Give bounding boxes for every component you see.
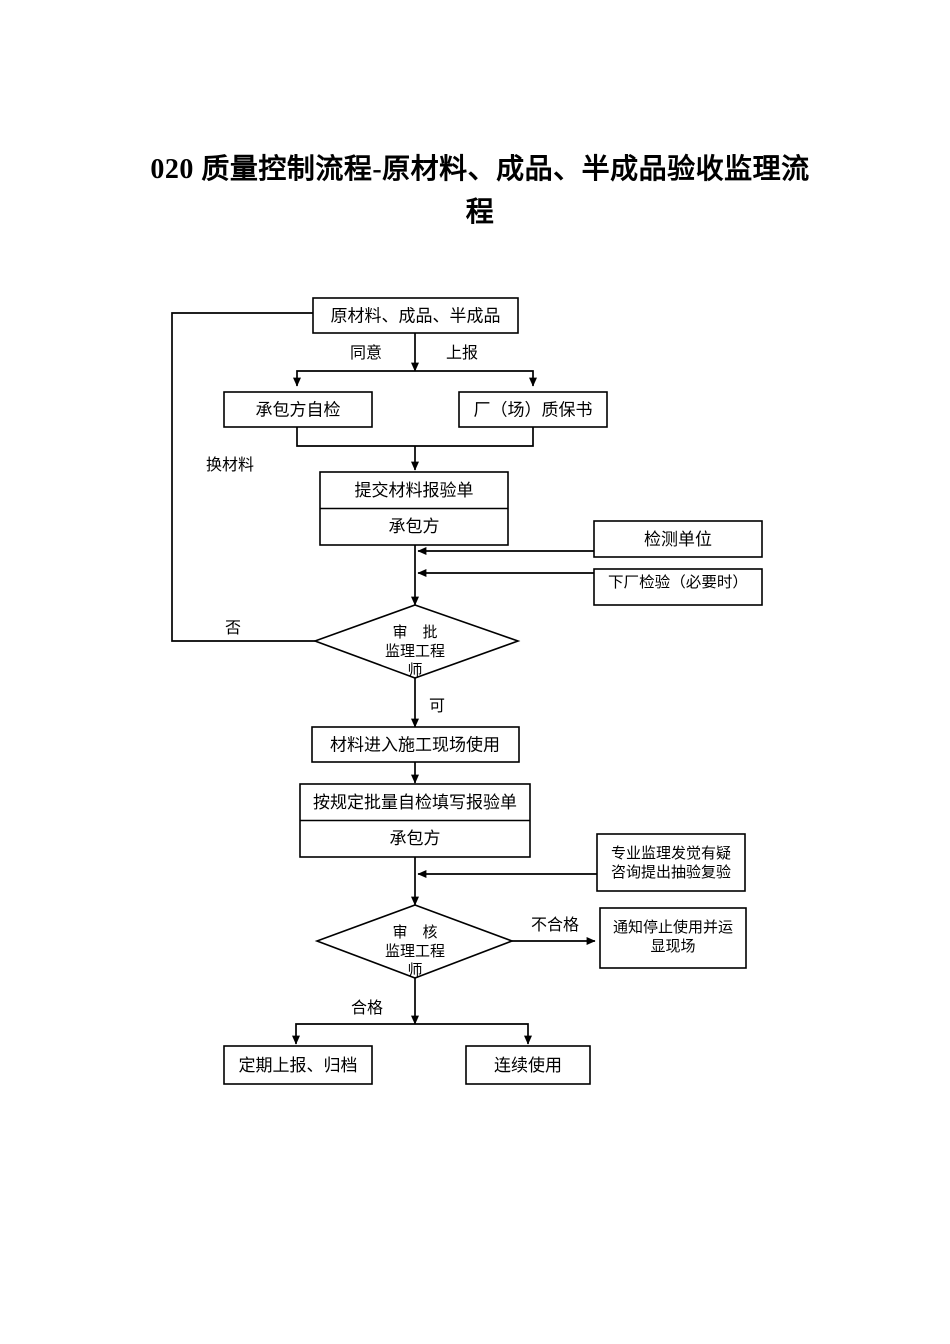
node-label: 连续使用 [494,1055,562,1075]
edge-label-agree: 同意 [350,343,382,362]
node-label: 定期上报、归档 [239,1056,358,1075]
node-label: 通知停止使用并运 [613,919,733,936]
node-label: 承包方自检 [256,401,341,420]
node-review-decision[interactable]: 审 核 监理工程 师 [314,904,515,979]
edge-n3-merge [415,427,534,447]
node-stop-use-notice[interactable]: 通知停止使用并运 显现场 [599,907,747,969]
edge-split-n14 [415,1023,532,1045]
node-sublabel: 承包方 [389,517,440,536]
node-label-line2: 咨询提出抽验复验 [611,863,731,881]
node-continue-use[interactable]: 连续使用 [465,1045,591,1085]
node-label: 审 批 [392,624,437,641]
node-label: 提交材料报验单 [355,481,474,500]
node-sublabel: 承包方 [390,829,441,848]
edge-label-qualified: 合格 [351,999,383,1017]
node-label: 厂（场）质保书 [474,401,593,420]
node-periodic-report-archive[interactable]: 定期上报、归档 [223,1045,373,1085]
node-label: 按规定批量自检填写报验单 [313,793,517,812]
node-supervisor-doubt[interactable]: 专业监理发觉有疑 咨询提出抽验复验 [596,833,746,892]
edge-n7-n1-no [171,312,315,642]
edge-label-unqualified: 不合格 [531,916,579,934]
node-batch-selfcheck-form[interactable]: 按规定批量自检填写报验单 承包方 [299,783,531,858]
node-contractor-selfcheck[interactable]: 承包方自检 [223,391,373,428]
page-title: 020 质量控制流程-原材料、成品、半成品验收监理流程 [150,154,810,229]
node-material-to-site[interactable]: 材料进入施工现场使用 [311,726,520,763]
edge-n2-merge [296,427,415,447]
node-label: 材料进入施工现场使用 [330,735,500,755]
node-label-line2: 监理工程 [385,643,445,660]
node-label-line2: 显现场 [650,938,695,955]
node-factory-inspection[interactable]: 下厂检验（必要时） [593,568,763,606]
edge-label-report: 上报 [446,344,478,362]
node-label: 原材料、成品、半成品 [331,307,501,326]
node-approval-decision[interactable]: 审 批 监理工程 师 [312,604,521,679]
node-label-line2: 监理工程 [385,943,445,960]
node-raw-material[interactable]: 原材料、成品、半成品 [312,297,519,334]
node-factory-warranty[interactable]: 厂（场）质保书 [458,391,608,428]
node-label: 审 核 [392,924,437,941]
edge-label-change-material: 换材料 [206,456,254,474]
node-label-line3: 师 [407,662,422,679]
node-submit-inspection-form[interactable]: 提交材料报验单 承包方 [319,471,509,546]
edge-n1-n3 [415,370,537,387]
node-label: 检测单位 [644,530,712,549]
node-label: 专业监理发觉有疑 [611,845,731,862]
edge-n1-n2 [293,370,415,387]
edge-split-n13 [292,1023,415,1045]
edge-label-ok: 可 [429,698,445,715]
node-label: 下厂检验（必要时） [608,574,748,591]
node-testing-unit[interactable]: 检测单位 [593,520,763,558]
edge-label-no: 否 [225,620,241,637]
node-label-line3: 师 [407,962,422,979]
